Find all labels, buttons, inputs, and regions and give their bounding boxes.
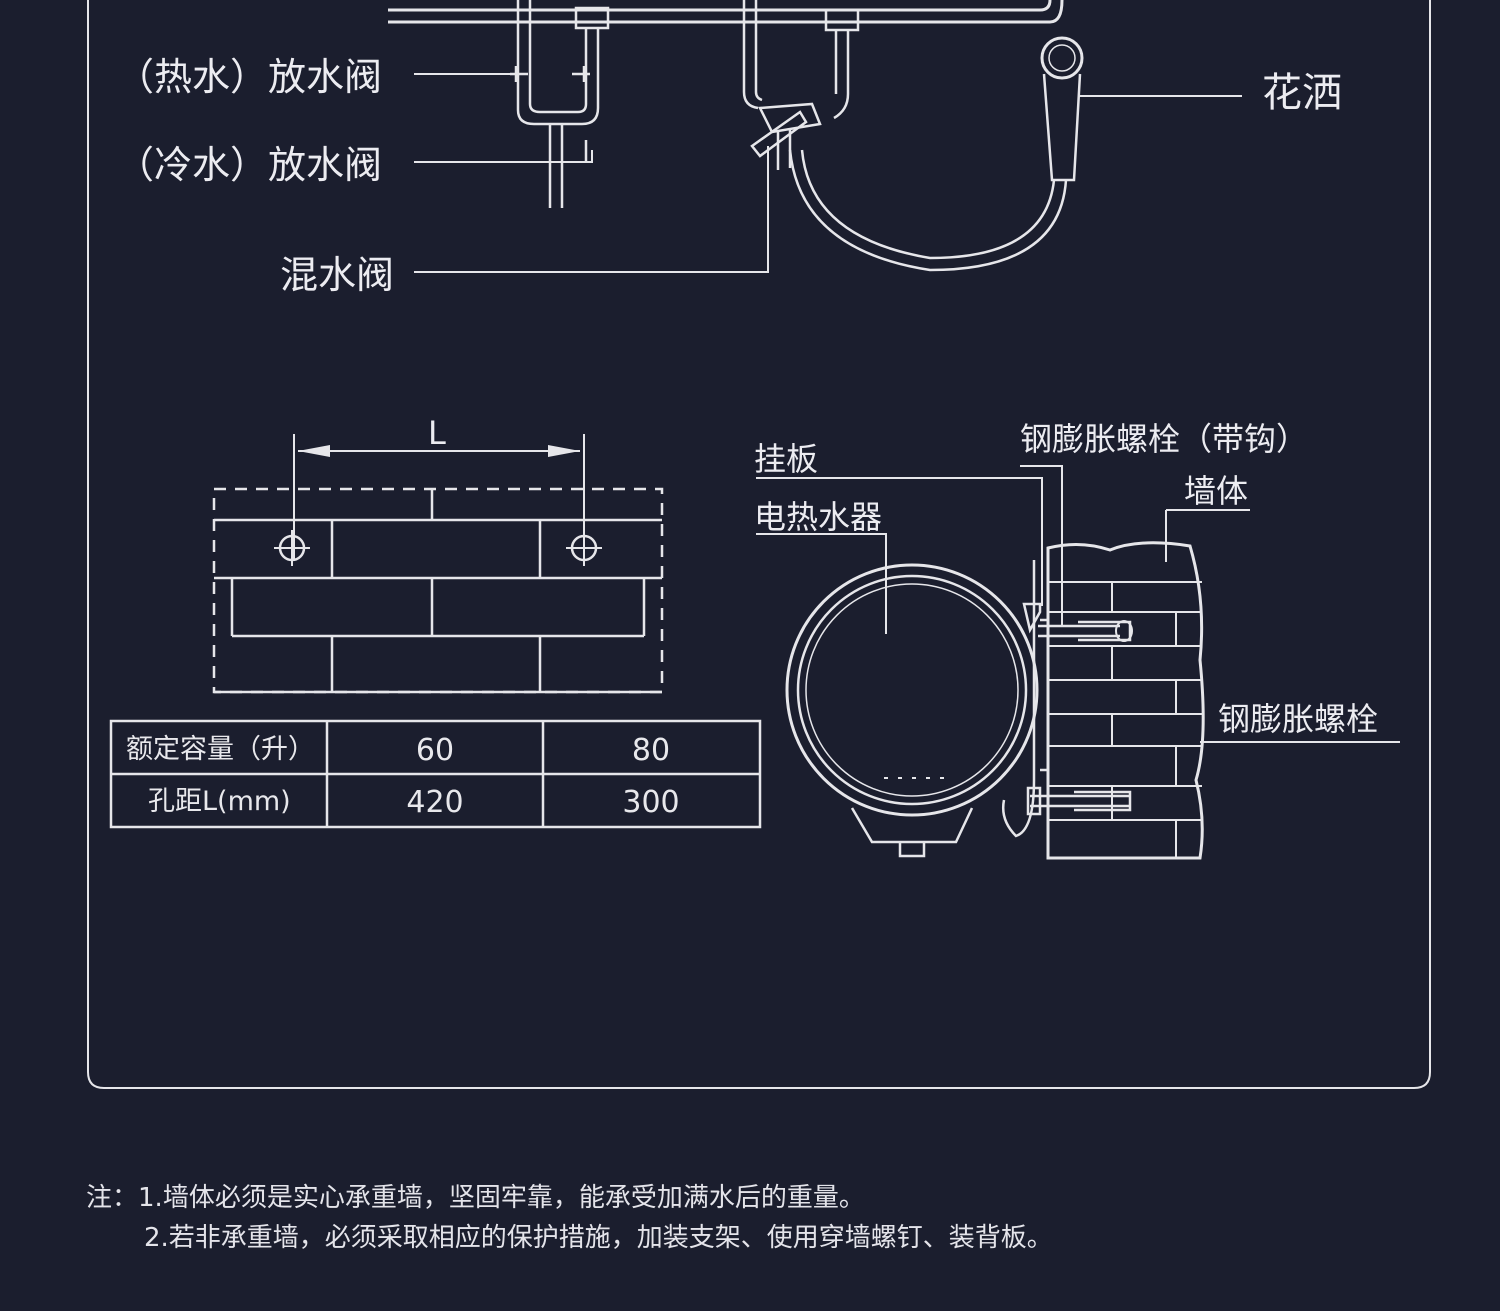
note-2-text: 2.若非承重墙，必须采取相应的保护措施，加装支架、使用穿墙螺钉、装背板。 [144,1223,1053,1253]
note-prefix: 注： [86,1183,139,1213]
hot-drain-valve-label: （热水）放水阀 [116,55,382,99]
mixing-valve-label: 混水阀 [280,253,394,297]
table-row-hole-distance: 孔距L(mm) [148,786,291,817]
table-value-420: 420 [406,785,463,820]
water-heater-tank [785,563,1039,817]
expansion-bolt-label: 钢膨胀螺栓 [1218,700,1378,738]
note-1-text: 1.墙体必须是实心承重墙，坚固牢靠，能承受加满水后的重量。 [138,1183,865,1213]
wall-label: 墙体 [1184,472,1248,510]
diagram-frame [87,0,1431,1089]
table-header-60: 60 [416,733,454,768]
hanging-plate-label: 挂板 [754,440,818,478]
table-header-80: 80 [632,733,670,768]
shower-head-label: 花洒 [1262,70,1342,116]
water-heater-label: 电热水器 [754,498,882,536]
wall-mount-view [756,465,1400,860]
table-header-capacity: 额定容量（升） [126,734,315,765]
installation-notes: 注：1.墙体必须是实心承重墙，坚固牢靠，能承受加满水后的重量。 2.若非承重墙，… [86,1178,1416,1258]
note-line-1: 注：1.墙体必须是实心承重墙，坚固牢靠，能承受加满水后的重量。 [86,1178,1416,1218]
table-value-300: 300 [622,785,679,820]
piping-section [388,0,1242,273]
cold-drain-valve-label: （冷水）放水阀 [116,143,382,187]
mounting-hole-diagram [212,434,664,694]
dimension-label: L [428,414,446,452]
spec-table [109,719,762,829]
note-line-2: 2.若非承重墙，必须采取相应的保护措施，加装支架、使用穿墙螺钉、装背板。 [86,1218,1416,1258]
hook-bolt-label: 钢膨胀螺栓（带钩） [1020,420,1308,458]
